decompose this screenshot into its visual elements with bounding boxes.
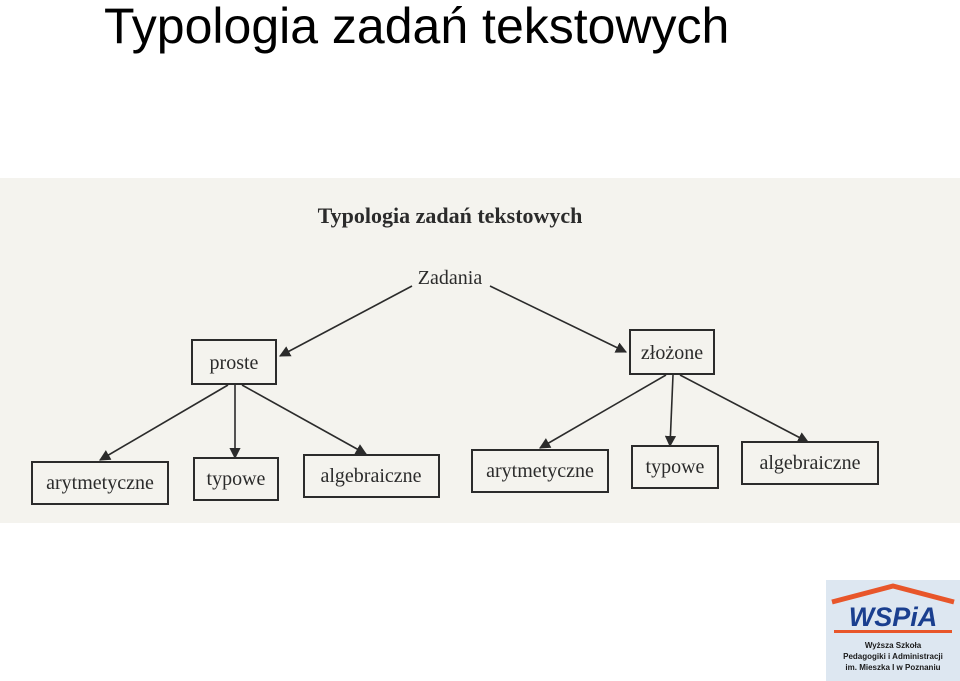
- logo-underline: [834, 630, 952, 633]
- arrow-zlozone-algebraiczne: [679, 374, 809, 443]
- leaf-label-zlozone-algebraiczne: algebraiczne: [759, 452, 860, 474]
- logo-line3: im. Mieszka I w Poznaniu: [845, 663, 940, 672]
- leaf-label-proste-arytmetyczne: arytmetyczne: [46, 472, 154, 494]
- branch-label-proste: proste: [210, 352, 259, 374]
- leaf-box-zlozone-arytmetyczne: [471, 449, 609, 493]
- wspia-logo: WSPiA Wyższa Szkoła Pedagogiki i Adminis…: [826, 580, 960, 681]
- leaf-label-zlozone-arytmetyczne: arytmetyczne: [486, 460, 594, 482]
- leaf-box-proste-arytmetyczne: [31, 461, 169, 505]
- logo-brand: WSPiA: [849, 602, 938, 632]
- diagram-svg: Typologia zadań tekstowych Zadania prost…: [0, 178, 960, 523]
- leaf-label-proste-typowe: typowe: [207, 468, 266, 490]
- arrow-root-zlozone: [489, 285, 628, 353]
- arrow-zlozone-arytmetyczne: [539, 374, 667, 449]
- branch-box-zlozone: [629, 329, 715, 375]
- diagram-root: Zadania: [418, 267, 483, 289]
- logo-line2: Pedagogiki i Administracji: [843, 652, 943, 661]
- arrow-root-proste: [279, 285, 413, 357]
- leaf-box-proste-typowe: [193, 457, 279, 501]
- diagram-heading: Typologia zadań tekstowych: [318, 203, 583, 228]
- arrow-zlozone-typowe: [664, 374, 677, 448]
- roof-icon: [831, 583, 955, 605]
- branch-label-zlozone: złożone: [641, 342, 703, 364]
- arrow-proste-algebraiczne: [241, 384, 367, 455]
- leaf-box-zlozone-algebraiczne: [741, 441, 879, 485]
- branch-box-proste: [191, 339, 277, 385]
- scan-background: [0, 178, 960, 523]
- scanned-diagram: Typologia zadań tekstowych Zadania prost…: [0, 178, 960, 523]
- slide-title: Typologia zadań tekstowych: [104, 0, 730, 54]
- leaf-label-proste-algebraiczne: algebraiczne: [320, 465, 421, 487]
- logo-line1: Wyższa Szkoła: [865, 641, 922, 650]
- leaf-box-zlozone-typowe: [631, 445, 719, 489]
- wspia-logo-graphic: WSPiA Wyższa Szkoła Pedagogiki i Adminis…: [826, 580, 960, 681]
- arrow-proste-arytmetyczne: [99, 384, 229, 461]
- leaf-box-proste-algebraiczne: [303, 454, 440, 498]
- leaf-label-zlozone-typowe: typowe: [646, 456, 705, 478]
